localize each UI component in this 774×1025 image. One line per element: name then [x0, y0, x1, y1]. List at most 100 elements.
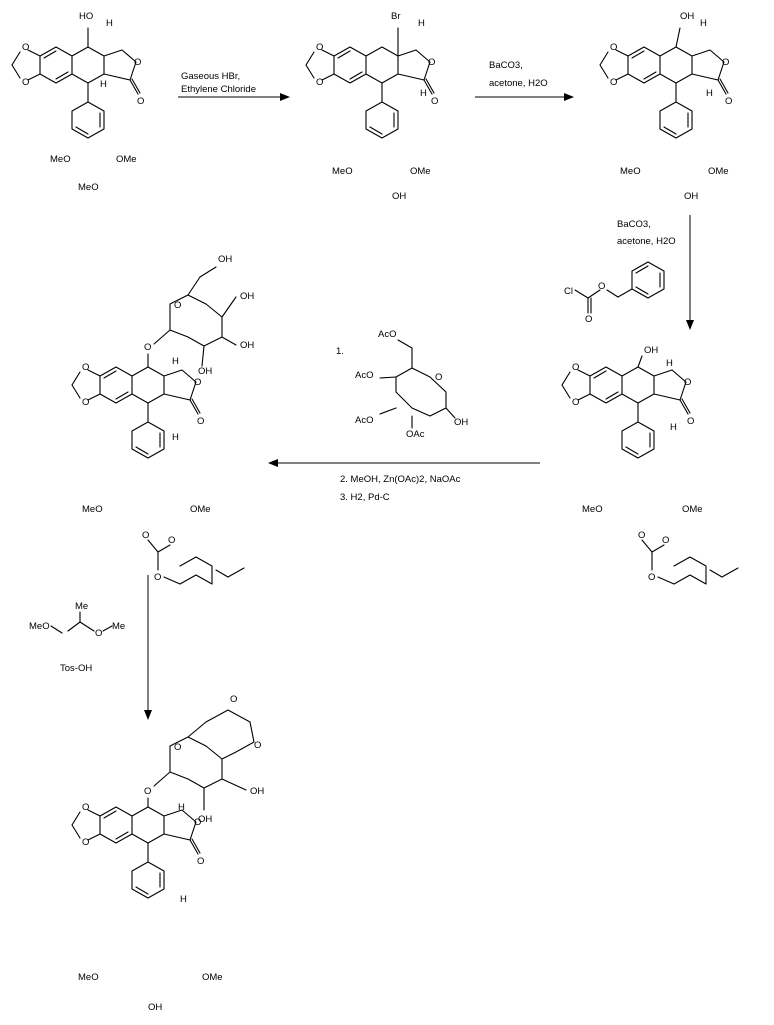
methoxy-right: OMe	[410, 166, 431, 177]
arrow-step3	[686, 215, 694, 330]
reagent-step3-line1: BaCO3,	[617, 219, 651, 230]
methoxy-bottom: MeO	[78, 182, 99, 193]
pyranose-o: O	[174, 300, 181, 311]
carbonate-o-2: O	[168, 535, 175, 546]
ring-h-2: H	[420, 88, 427, 99]
lactone-ring-o: O	[194, 377, 201, 388]
hydroxyl-top: OH	[644, 345, 658, 356]
ring-h-1: H	[700, 18, 707, 29]
ring-h-2: H	[180, 894, 187, 905]
ring-h-1: H	[172, 356, 179, 367]
pyranose-o: O	[174, 742, 181, 753]
reaction-arrows	[144, 93, 694, 720]
acetoxy-left: AcO	[355, 370, 373, 381]
benzyl-chloroformate: Cl O O	[564, 261, 665, 325]
arrow-step2	[475, 93, 574, 101]
ring-h-1: H	[106, 18, 113, 29]
acetoxy-top: AcO	[378, 329, 396, 340]
chloro-label: Cl	[564, 286, 573, 297]
methoxy-left: MeO	[332, 166, 353, 177]
ester-o: O	[598, 281, 605, 292]
carbonyl-o: O	[197, 856, 204, 867]
carbonyl-o: O	[585, 314, 592, 325]
compound-etoposide: O O O O O O O O OH OH H H MeO OMe OH	[71, 694, 264, 1013]
ring-h-1: H	[666, 358, 673, 369]
compound-bromo-intermediate: O O O O Br H H MeO OMe OH	[305, 11, 438, 202]
arrow-step4	[268, 459, 540, 467]
carbonyl-o: O	[197, 416, 204, 427]
reagent-step4-line2: 2. MeOH, Zn(OAc)2, NaOAc	[340, 474, 461, 485]
hydroxyl-bottom: OH	[392, 191, 406, 202]
compound-demethyl-epi: O O O O OH H H MeO OMe OH	[599, 11, 732, 202]
ring-h-1: H	[178, 802, 185, 813]
ring-o: O	[435, 372, 442, 383]
dioxole-o-bottom: O	[22, 77, 29, 88]
ring-h-2: H	[100, 79, 107, 90]
dioxole-o-top: O	[572, 362, 579, 373]
dioxole-o-bottom: O	[572, 397, 579, 408]
compound-cbz-protected: O O O O OH H H MeO OMe O O O	[561, 345, 739, 585]
carbonate-o-3: O	[154, 572, 161, 583]
bromo-label: Br	[391, 11, 401, 22]
acetaldehyde-dimethyl-acetal: Me MeO O Me	[29, 601, 125, 639]
lactone-ring-o: O	[194, 817, 201, 828]
carbonyl-o: O	[137, 96, 144, 107]
carbonyl-o: O	[725, 96, 732, 107]
dioxole-o-top: O	[82, 802, 89, 813]
hydroxyl-c3: OH	[240, 340, 254, 351]
hydroxyl-top: HO	[79, 11, 93, 22]
carbonyl-o: O	[431, 96, 438, 107]
ring-h-1: H	[418, 18, 425, 29]
acetal-o-top: O	[230, 694, 237, 705]
methoxy-left: MeO	[620, 166, 641, 177]
compound-glucoside-cbz: O O O O O O OH OH OH OH H H MeO OMe O O …	[71, 254, 254, 585]
hydroxyl-bottom: OH	[684, 191, 698, 202]
reagent-step1-line2: Ethylene Chloride	[181, 84, 256, 95]
glycosidic-o: O	[144, 342, 151, 353]
lactone-ring-o: O	[134, 57, 141, 68]
methoxy-right-me: Me	[112, 621, 125, 632]
methoxy-right: OMe	[116, 154, 137, 165]
hydroxyl-c2: OH	[198, 366, 212, 377]
hydroxyl-top: OH	[680, 11, 694, 22]
reagent-step2-line2: acetone, H2O	[489, 78, 548, 89]
ring-h-2: H	[706, 88, 713, 99]
methoxy-left: MeO	[29, 621, 50, 632]
dioxole-o-top: O	[316, 42, 323, 53]
arrow-step1	[178, 93, 290, 101]
methoxy-right: OMe	[708, 166, 729, 177]
dioxole-o-bottom: O	[610, 77, 617, 88]
hydroxyl-c4: OH	[240, 291, 254, 302]
carbonate-o-2: O	[662, 535, 669, 546]
dioxole-o-top: O	[22, 42, 29, 53]
dioxole-o-bottom: O	[82, 837, 89, 848]
methoxy-left: MeO	[82, 504, 103, 515]
reagent-step5-acid: Tos-OH	[60, 663, 92, 674]
methyl-top: Me	[75, 601, 88, 612]
carbonate-o-3: O	[648, 572, 655, 583]
carbonate-o: O	[638, 530, 645, 541]
hydroxyl-c3: OH	[250, 786, 264, 797]
carbonyl-o: O	[687, 416, 694, 427]
lactone-ring-o: O	[722, 57, 729, 68]
methoxy-left: MeO	[50, 154, 71, 165]
carbonate-o: O	[142, 530, 149, 541]
lactone-ring-o: O	[428, 57, 435, 68]
dioxole-o-bottom: O	[82, 397, 89, 408]
hydroxyl-anomeric: OH	[454, 417, 468, 428]
lactone-ring-o: O	[684, 377, 691, 388]
ring-h-2: H	[670, 422, 677, 433]
tetraacetyl-glucose: AcO AcO AcO OAc O OH	[355, 329, 468, 440]
acetoxy-bottom: OAc	[406, 429, 425, 440]
methoxy-left: MeO	[78, 972, 99, 983]
reagent-step2-line1: BaCO3,	[489, 60, 523, 71]
methoxy-right-o: O	[95, 628, 102, 639]
acetoxy-mid: AcO	[355, 415, 373, 426]
dioxole-o-top: O	[82, 362, 89, 373]
reagent-step1-line1: Gaseous HBr,	[181, 71, 240, 82]
methoxy-right: OMe	[202, 972, 223, 983]
hydroxyl-bottom: OH	[148, 1002, 162, 1013]
methoxy-right: OMe	[190, 504, 211, 515]
glycosidic-o: O	[144, 786, 151, 797]
